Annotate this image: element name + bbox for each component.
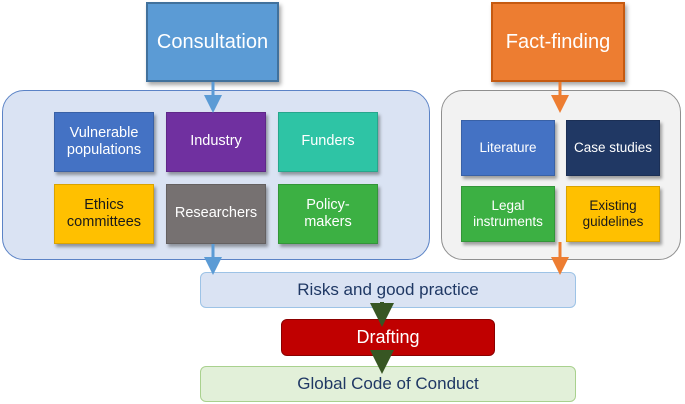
case-studies-box: Case studies bbox=[566, 120, 660, 176]
industry-box: Industry bbox=[166, 112, 266, 172]
vulnerable-populations-box: Vulnerable populations bbox=[54, 112, 154, 172]
literature-box: Literature bbox=[461, 120, 555, 176]
legal-instruments-box: Legal instruments bbox=[461, 186, 555, 242]
funders-box: Funders bbox=[278, 112, 378, 172]
researchers-box: Researchers bbox=[166, 184, 266, 244]
risks-good-practice-bar: Risks and good practice bbox=[200, 272, 576, 308]
policy-makers-box: Policy- makers bbox=[278, 184, 378, 244]
fact-finding-header: Fact-finding bbox=[491, 2, 625, 82]
ethics-committees-box: Ethics committees bbox=[54, 184, 154, 244]
consultation-header: Consultation bbox=[146, 2, 279, 82]
existing-guidelines-box: Existing guidelines bbox=[566, 186, 660, 242]
